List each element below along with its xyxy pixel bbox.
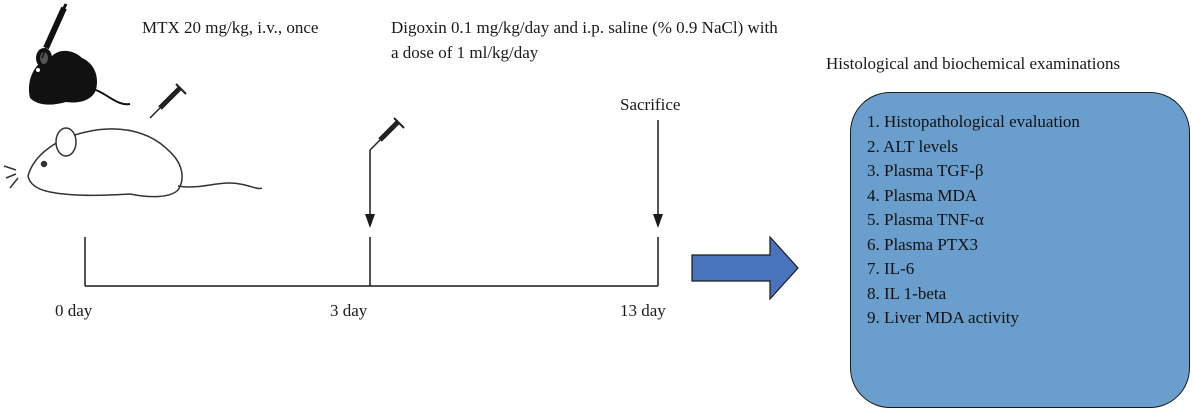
day-label: 3 day xyxy=(330,301,368,320)
digoxin-label-continued: a dose of 1 ml/kg/day xyxy=(391,43,539,62)
list-item: 6. Plasma PTX3 xyxy=(867,234,978,254)
day-label: 0 day xyxy=(55,301,93,320)
timeline xyxy=(84,237,659,287)
list-item: 9. Liver MDA activity xyxy=(867,308,1020,327)
examinations-heading: Histological and biochemical examination… xyxy=(826,54,1121,73)
syringe-icon xyxy=(149,83,187,119)
sacrifice-arrow xyxy=(653,120,663,228)
list-item: 4. Plasma MDA xyxy=(867,185,978,205)
sacrifice-label: Sacrifice xyxy=(620,95,681,114)
list-item: 3. Plasma TGF-β xyxy=(867,161,984,180)
rat-icon xyxy=(3,127,263,198)
day-3-arrow xyxy=(365,150,375,228)
examinations-box: 1. Histopathological evaluation 2. ALT l… xyxy=(850,92,1190,408)
list-item: 2. ALT levels xyxy=(867,136,959,156)
list-item: 8. IL 1-beta xyxy=(867,283,947,303)
syringe-icon xyxy=(369,117,405,151)
digoxin-label: Digoxin 0.1 mg/kg/day and i.p. saline (%… xyxy=(391,18,778,37)
list-item: 7. IL-6 xyxy=(867,259,915,278)
list-item: 1. Histopathological evaluation xyxy=(867,112,1080,131)
results-arrow xyxy=(691,235,799,301)
examinations-list: 1. Histopathological evaluation 2. ALT l… xyxy=(867,110,1189,331)
mtx-label: MTX 20 mg/kg, i.v., once xyxy=(142,18,319,37)
list-item: 5. Plasma TNF-α xyxy=(867,210,984,229)
mouse-injection-icon xyxy=(28,3,131,106)
day-label: 13 day xyxy=(620,301,666,320)
